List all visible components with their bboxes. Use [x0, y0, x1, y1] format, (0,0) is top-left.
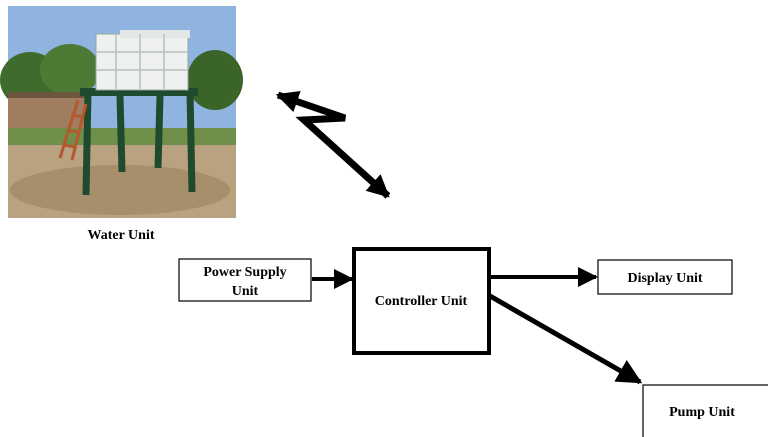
power-supply-label-line1: Power Supply — [203, 265, 286, 280]
photo-tank — [95, 30, 190, 91]
controller-to-pump-arrow — [488, 293, 643, 385]
photo-tree-mid — [40, 44, 100, 96]
photo-stand — [82, 91, 196, 196]
wireless-link-arrow — [275, 90, 391, 199]
power-supply-label-line2: Unit — [232, 284, 259, 299]
power-supply-box — [178, 258, 312, 302]
photo-ladder — [58, 99, 88, 161]
water-unit-photo — [0, 6, 243, 218]
water-unit-label: Water Unit — [87, 228, 154, 243]
controller-unit-box — [352, 247, 491, 355]
pump-unit-label: Pump Unit — [669, 405, 735, 420]
controller-unit-label: Controller Unit — [375, 294, 468, 309]
pump-unit-box — [642, 384, 768, 437]
display-unit-label: Display Unit — [627, 271, 702, 286]
photo-tree-right — [187, 50, 243, 110]
photo-building — [8, 95, 88, 130]
display-unit-box — [597, 259, 733, 295]
